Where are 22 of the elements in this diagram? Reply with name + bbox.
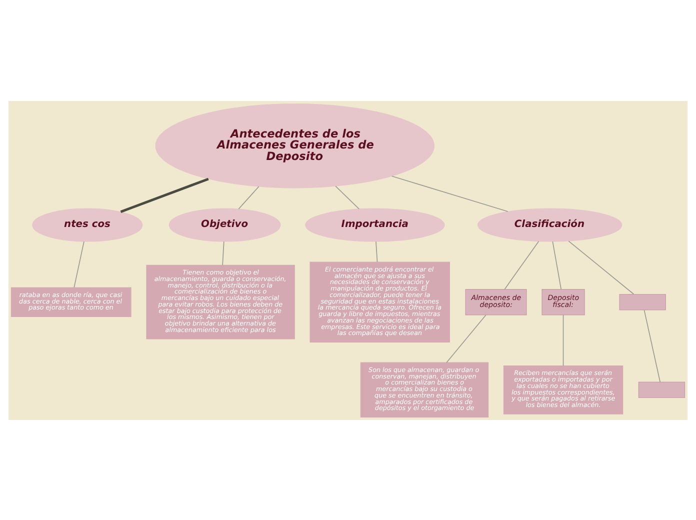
connector bbox=[376, 240, 378, 262]
node-box: Almacenes de deposito: bbox=[465, 288, 527, 315]
connector bbox=[222, 240, 224, 265]
connector bbox=[552, 240, 562, 290]
connector bbox=[504, 240, 540, 290]
node-ellipse: Antecedentes de los Almacenes Generales de Deposito bbox=[155, 103, 434, 188]
connector bbox=[568, 240, 634, 294]
connector bbox=[644, 309, 661, 382]
node-box: Deposito fiscal: bbox=[542, 288, 585, 315]
connector bbox=[391, 175, 508, 212]
connector bbox=[74, 240, 84, 288]
connector bbox=[120, 177, 209, 212]
connector bbox=[562, 314, 564, 366]
node-ellipse: Clasificación bbox=[477, 208, 622, 242]
node-ellipse: Objetivo bbox=[168, 208, 281, 242]
node-ellipse: Importancia bbox=[305, 208, 445, 242]
connector bbox=[446, 314, 486, 362]
connector bbox=[238, 186, 260, 209]
node-box bbox=[638, 381, 686, 398]
connector bbox=[335, 185, 360, 209]
node-box bbox=[619, 293, 666, 310]
node-ellipse: ntes cos bbox=[32, 208, 143, 242]
